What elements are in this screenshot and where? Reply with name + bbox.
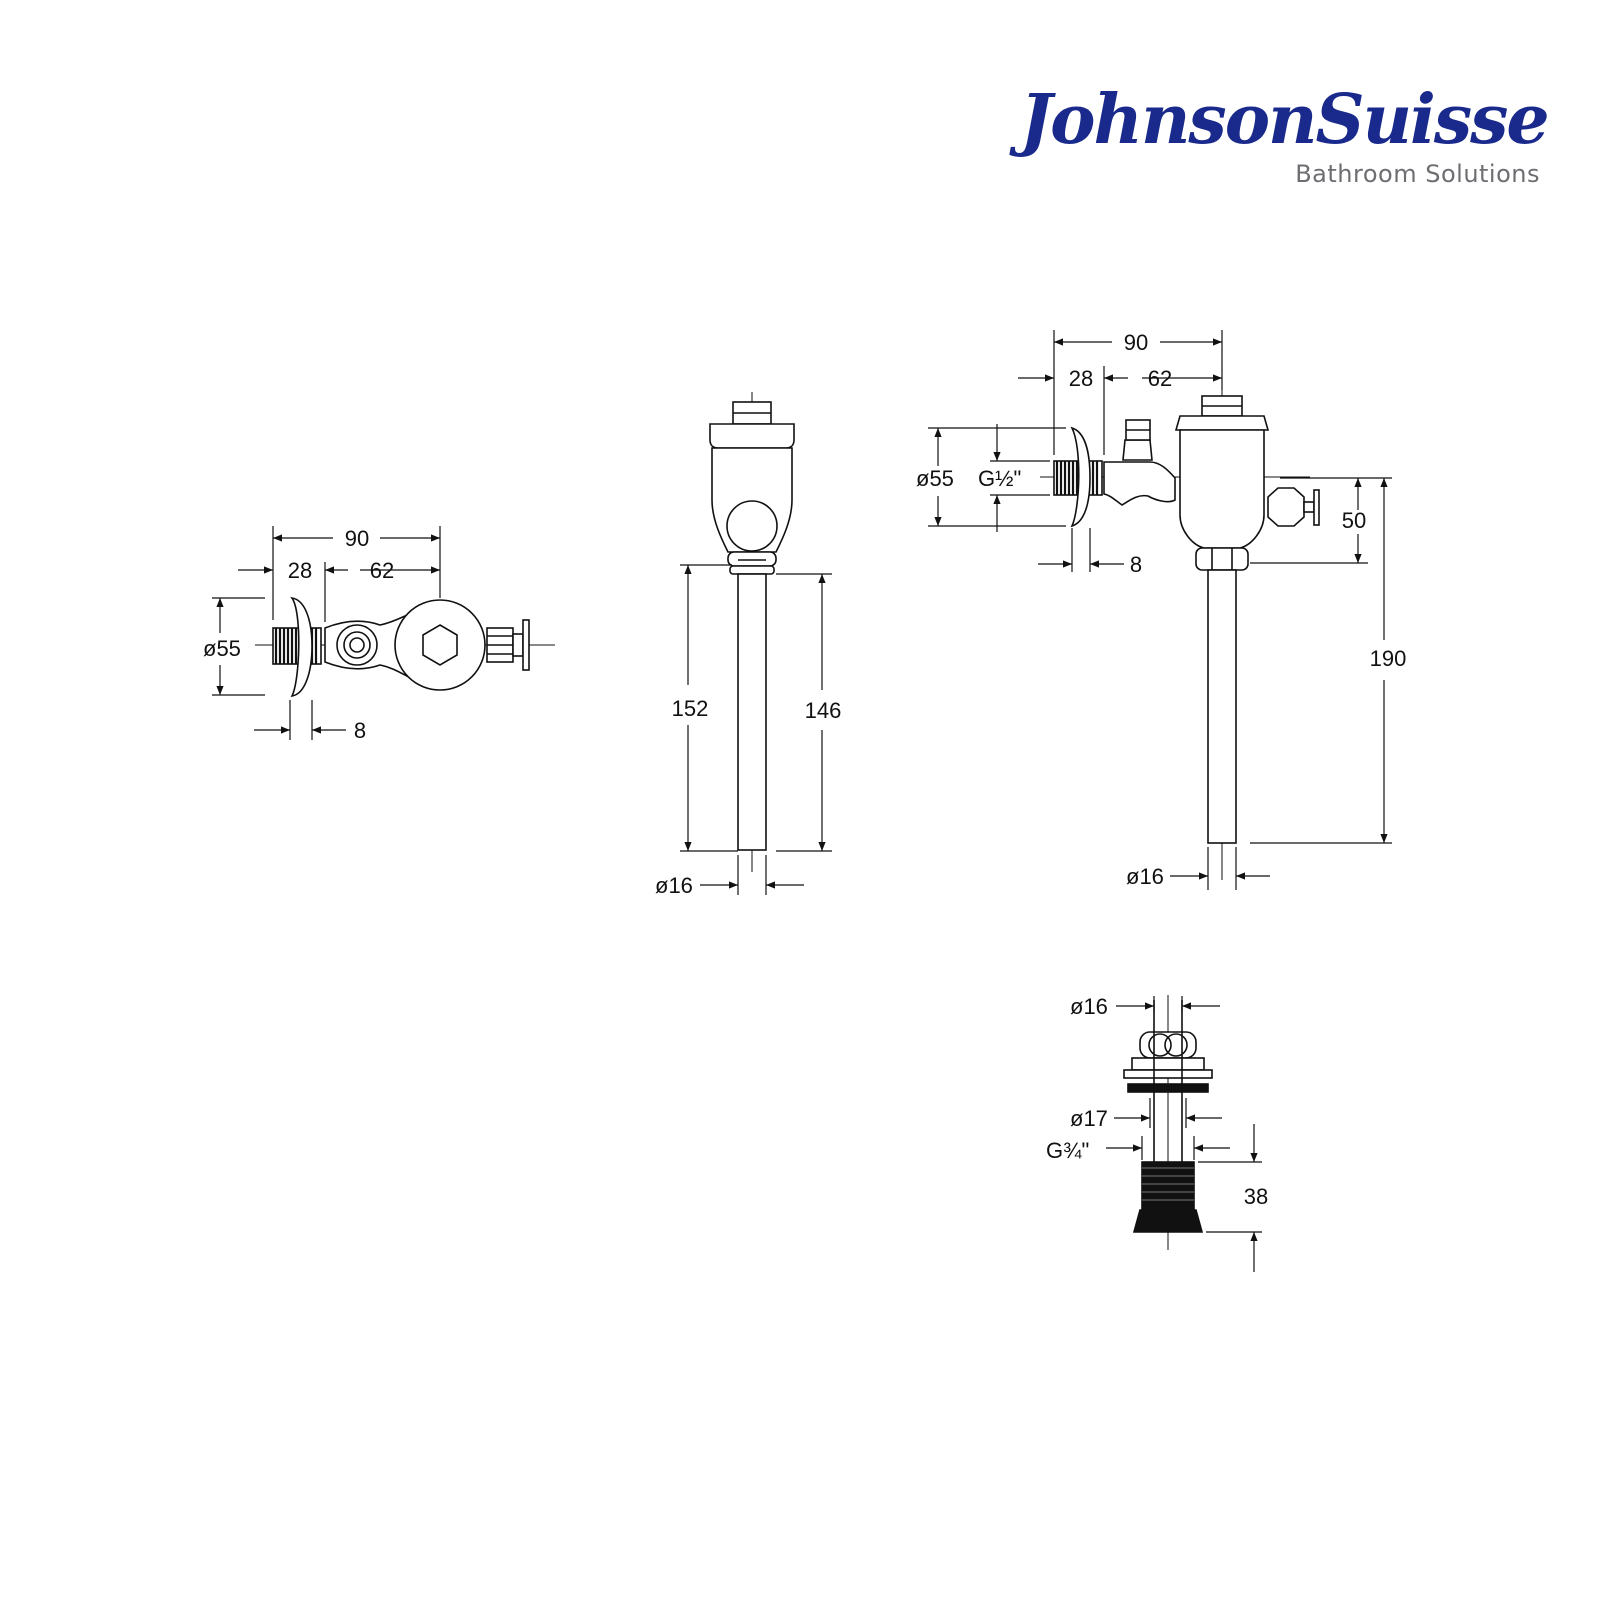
front-view-tube bbox=[737, 573, 767, 851]
brand-logo: JohnsonSuisse Bathroom Solutions bbox=[1020, 80, 1550, 188]
side-view-tube bbox=[1207, 569, 1237, 844]
top-view-dim-thread: 28 bbox=[288, 558, 312, 583]
side-view-dim-tube-dia: ø16 bbox=[1126, 864, 1164, 889]
side-view-dim-flange-dia: ø55 bbox=[916, 466, 954, 491]
top-view-thread bbox=[272, 627, 322, 665]
side-view-dim-inlet-height: 50 bbox=[1342, 508, 1366, 533]
brand-tagline: Bathroom Solutions bbox=[1295, 160, 1540, 188]
top-view-dim-flange-dia: ø55 bbox=[203, 636, 241, 661]
side-view-housing bbox=[1179, 429, 1265, 549]
side-view-dimensions bbox=[928, 330, 1392, 890]
side-view-dim-thread: 28 bbox=[1069, 366, 1093, 391]
front-view-dim-left-length: 152 bbox=[672, 696, 709, 721]
spud-detail bbox=[1106, 995, 1262, 1272]
brand-name: JohnsonSuisse bbox=[1020, 80, 1550, 160]
side-view-flange bbox=[1070, 426, 1091, 528]
spud-dim-bore-dia: ø17 bbox=[1070, 1106, 1108, 1131]
top-view-dim-flange-thickness: 8 bbox=[354, 718, 366, 743]
side-view-dim-flange-thickness: 8 bbox=[1130, 552, 1142, 577]
side-view-dim-body: 62 bbox=[1148, 366, 1172, 391]
top-view-housing bbox=[394, 599, 486, 691]
front-view-dim-right-length: 146 bbox=[805, 698, 842, 723]
top-view-dim-body: 62 bbox=[370, 558, 394, 583]
top-view bbox=[212, 526, 555, 740]
side-view-body bbox=[1103, 461, 1176, 506]
spud-dim-height: 38 bbox=[1244, 1184, 1268, 1209]
side-view-dim-inlet-thread: G½" bbox=[978, 466, 1021, 491]
front-view-dim-tube-dia: ø16 bbox=[655, 873, 693, 898]
side-view-dim-outlet-length: 190 bbox=[1370, 646, 1407, 671]
spud-thread bbox=[1141, 1161, 1195, 1211]
front-view-dimensions bbox=[680, 564, 832, 895]
top-view-dimensions bbox=[212, 526, 441, 740]
top-view-dim-overall: 90 bbox=[345, 526, 369, 551]
side-view bbox=[928, 330, 1392, 890]
spud-detail-labels: ø16 ø17 G¾" 38 bbox=[1046, 994, 1268, 1209]
spud-dim-thread: G¾" bbox=[1046, 1138, 1089, 1163]
top-view-flange bbox=[290, 596, 313, 698]
front-view-labels: 152 146 ø16 bbox=[655, 696, 841, 898]
spud-dimensions bbox=[1106, 996, 1262, 1272]
spud-dim-tube-dia: ø16 bbox=[1070, 994, 1108, 1019]
spud-base bbox=[1132, 1209, 1204, 1233]
front-view bbox=[680, 392, 832, 895]
side-view-labels: 90 28 62 ø55 G½" 8 50 190 ø16 bbox=[916, 330, 1406, 889]
spud-gasket bbox=[1127, 1083, 1209, 1093]
hex-nut-icon bbox=[422, 624, 458, 666]
side-view-stop-valve bbox=[1267, 487, 1305, 527]
side-view-dim-overall: 90 bbox=[1124, 330, 1148, 355]
top-view-labels: 90 28 62 ø55 8 bbox=[203, 526, 394, 743]
